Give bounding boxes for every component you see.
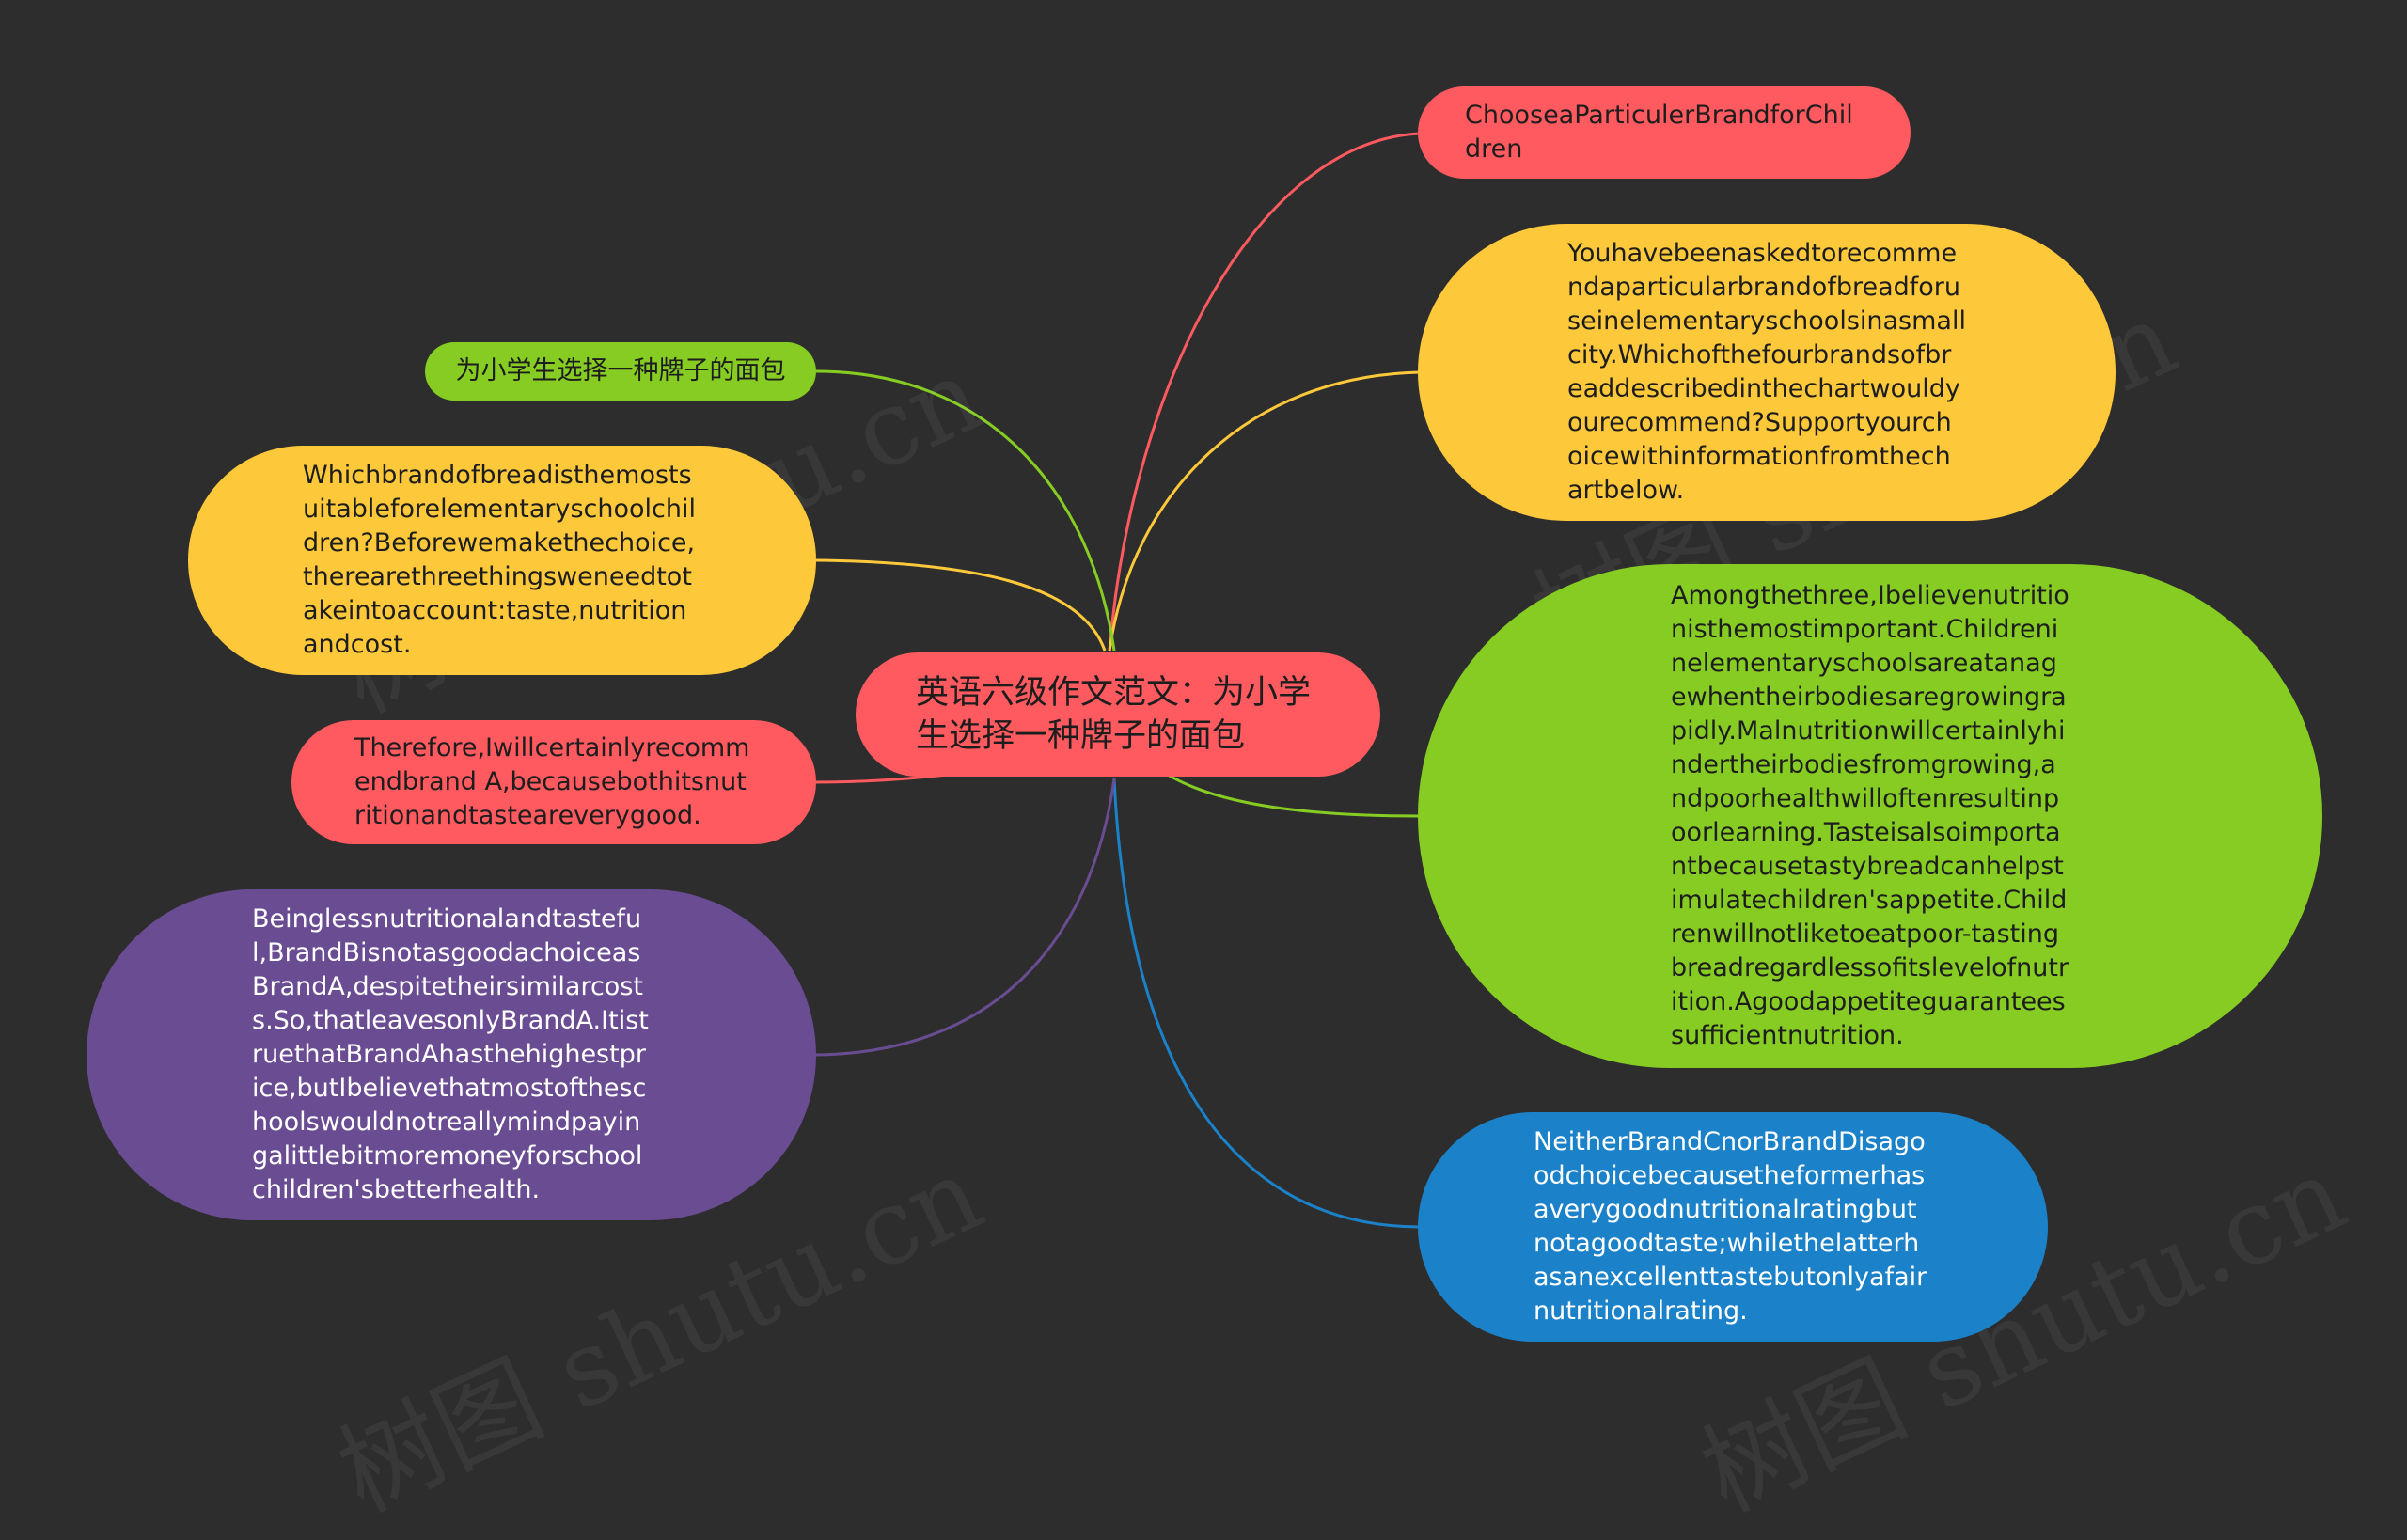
link-right-brandcd xyxy=(1112,778,1421,1229)
node-right-title[interactable]: ChooseaParticulerBrandforChildren xyxy=(1418,86,1911,179)
link-right-prompt xyxy=(1108,370,1421,652)
node-left-brandb-text: Beinglessnutritionalandtasteful,BrandBis… xyxy=(252,904,649,1204)
node-left-conclusion-text: Therefore,Iwillcertainlyrecommendbrand A… xyxy=(354,733,750,830)
node-right-nutrition[interactable]: Amongthethree,Ibelievenutritionisthemost… xyxy=(1418,564,2322,1068)
node-right-prompt[interactable]: Youhavebeenaskedtorecommendaparticularbr… xyxy=(1418,224,2116,521)
node-right-brandcd-text: NeitherBrandCnorBrandDisagoodchoicebecau… xyxy=(1534,1127,1927,1326)
center-topic-node[interactable]: 英语六级作文范文：为小学生选择一种牌子的面包 xyxy=(856,652,1380,777)
link-left-brandb xyxy=(815,778,1116,1057)
node-left-brandb[interactable]: Beinglessnutritionalandtasteful,BrandBis… xyxy=(87,889,816,1220)
node-right-title-text: ChooseaParticulerBrandforChildren xyxy=(1465,101,1853,164)
node-left-question[interactable]: Whichbrandofbreadisthemostsuitableforele… xyxy=(188,446,816,675)
node-right-nutrition-text: Amongthethree,Ibelievenutritionisthemost… xyxy=(1671,581,2069,1050)
node-right-brandcd[interactable]: NeitherBrandCnorBrandDisagoodchoicebecau… xyxy=(1418,1112,2048,1342)
node-left-question-text: Whichbrandofbreadisthemostsuitableforele… xyxy=(303,461,697,659)
link-right-title xyxy=(1108,132,1421,652)
node-left-title[interactable]: 为小学生选择一种牌子的面包 xyxy=(425,342,816,401)
link-left-question xyxy=(815,558,1107,652)
node-left-conclusion[interactable]: Therefore,Iwillcertainlyrecommendbrand A… xyxy=(291,720,816,844)
node-right-prompt-text: Youhavebeenaskedtorecommendaparticularbr… xyxy=(1567,239,1966,505)
center-topic-text: 英语六级作文范文：为小学生选择一种牌子的面包 xyxy=(916,674,1312,755)
node-left-title-text: 为小学生选择一种牌子的面包 xyxy=(455,356,786,385)
link-left-title xyxy=(815,369,1116,652)
